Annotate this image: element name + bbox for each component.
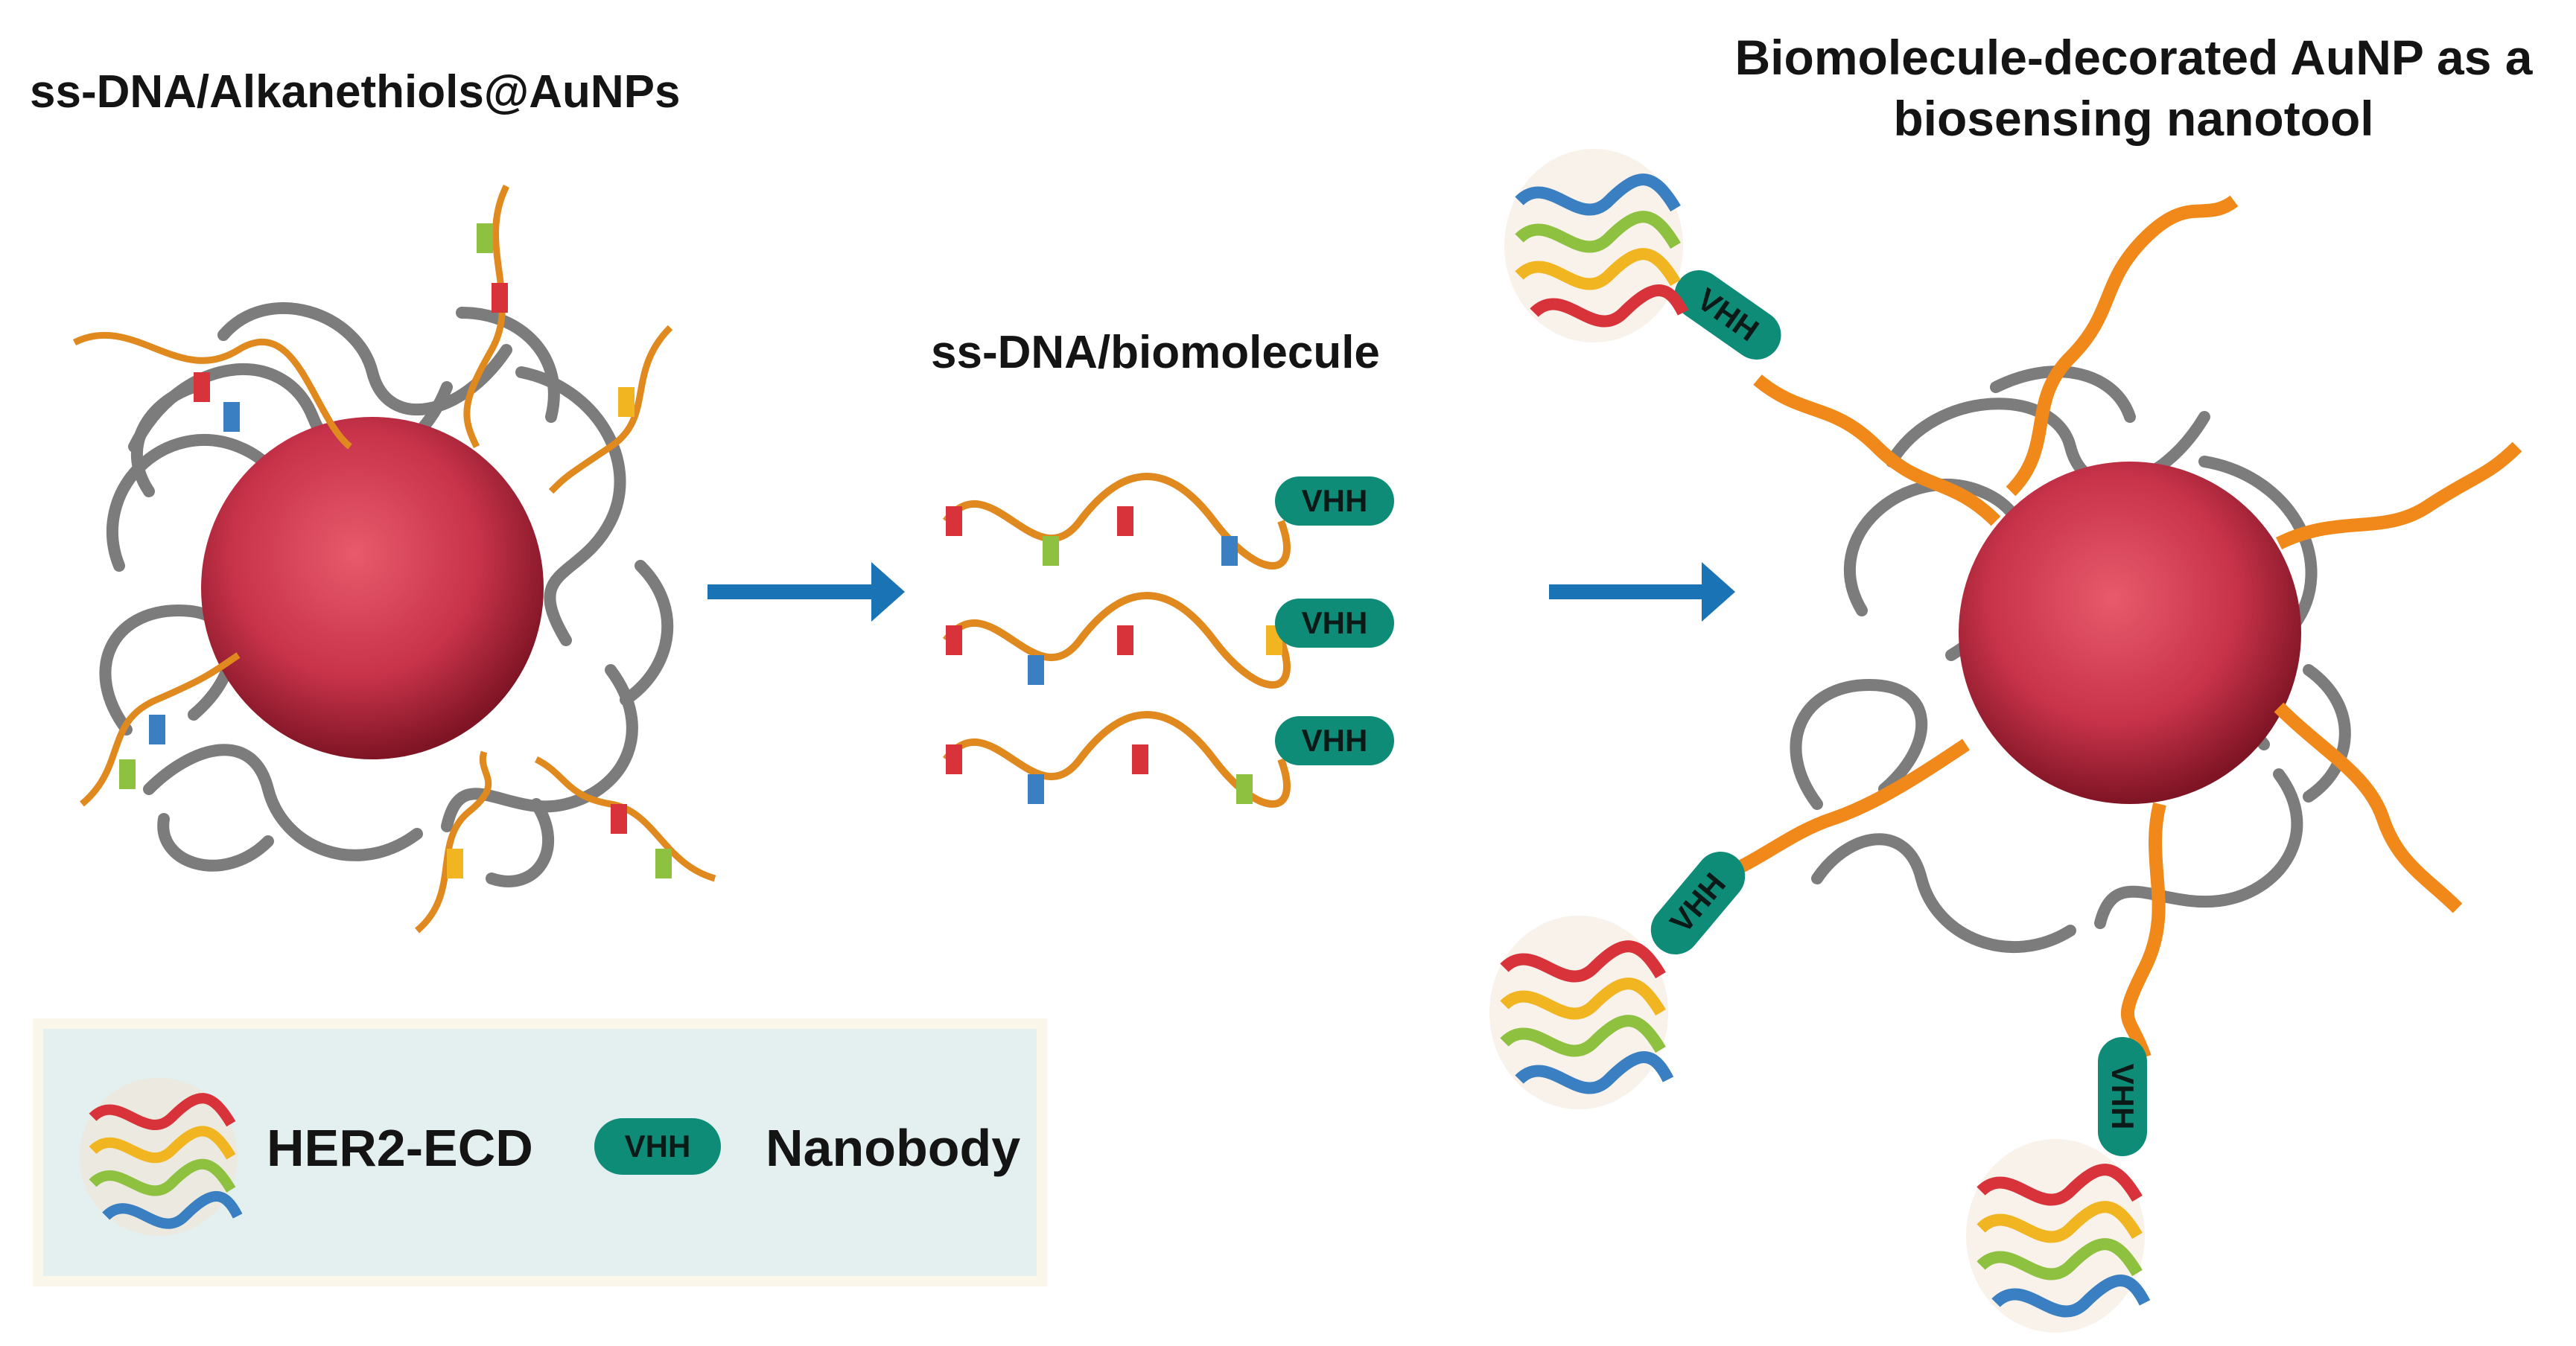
dsdna-helices — [1711, 195, 2522, 1059]
vhh-badge: VHH — [2098, 1037, 2147, 1156]
middle-bases — [946, 506, 1282, 804]
arrow-2 — [1549, 562, 1735, 622]
title-right: Biomolecule-decorated AuNP as a biosensi… — [1734, 30, 2533, 146]
vhh-badge: VHH — [1275, 599, 1394, 648]
arrow-1 — [707, 562, 905, 622]
dna-bases — [119, 223, 672, 878]
legend-label-nanobody: Nanobody — [766, 1119, 1021, 1177]
vhh-nanobody-icon: VHH — [594, 1118, 721, 1175]
right-gold-nanoparticle — [1959, 462, 2301, 804]
middle-conjugates — [943, 473, 1291, 808]
alkanethiol-shell — [99, 302, 674, 887]
ssdna-strands — [72, 184, 716, 934]
vhh-badge: VHH — [1275, 476, 1394, 526]
legend-label-her2: HER2-ECD — [267, 1119, 533, 1177]
vhh-badge: VHH — [1275, 716, 1394, 765]
title-middle: ss-DNA/biomolecule — [931, 327, 1380, 378]
left-nanoparticle — [72, 184, 716, 934]
protein-ribbon-icon — [79, 1077, 243, 1236]
legend: HER2-ECD VHH Nanobody — [33, 1018, 1047, 1286]
gold-nanoparticle — [201, 417, 544, 759]
right-nanoparticle — [1711, 195, 2522, 1059]
title-left: ss-DNA/Alkanethiols@AuNPs — [30, 66, 681, 118]
